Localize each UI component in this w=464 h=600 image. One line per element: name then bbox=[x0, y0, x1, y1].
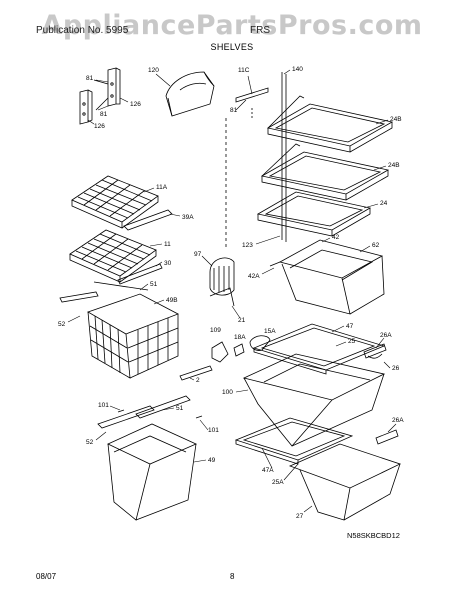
callout-81-right: 81 bbox=[230, 107, 238, 114]
callout-24b-lower: 24B bbox=[388, 162, 400, 169]
callout-126-top: 126 bbox=[130, 101, 141, 108]
diagram-code: N58SKBCBD12 bbox=[347, 531, 400, 540]
callout-81-mid: 81 bbox=[100, 111, 108, 118]
callout-49b: 49B bbox=[166, 297, 178, 304]
glass-shelf-middle bbox=[260, 143, 390, 201]
wire-shelf-lower bbox=[69, 229, 157, 283]
shelf-trim-39a bbox=[123, 209, 173, 231]
callout-27: 27 bbox=[296, 513, 304, 520]
publication-header: Publication No. 5995 bbox=[36, 25, 129, 36]
callout-2: 2 bbox=[196, 377, 200, 384]
basket-trim-2 bbox=[179, 365, 213, 381]
crisper-cover-lower bbox=[234, 417, 354, 465]
callout-26: 26 bbox=[392, 365, 400, 372]
crisper-cover-glass bbox=[252, 323, 386, 375]
callout-24b-upper: 24B bbox=[390, 116, 402, 123]
callout-21: 21 bbox=[238, 317, 246, 324]
crisper-pan-middle bbox=[242, 343, 387, 447]
callout-30: 30 bbox=[164, 260, 172, 267]
control-knob-parts bbox=[211, 335, 271, 363]
deli-drawer bbox=[97, 395, 203, 521]
callout-42: 42 bbox=[332, 234, 340, 241]
callout-15a: 15A bbox=[264, 328, 276, 335]
callout-120: 120 bbox=[148, 67, 159, 74]
callout-11c: 11C bbox=[238, 67, 250, 74]
wire-basket bbox=[59, 281, 179, 379]
callout-11a: 11A bbox=[156, 184, 168, 191]
callout-labels: 81 126 81 126 120 11C 140 81 24B 24B 24 … bbox=[58, 66, 404, 540]
footer-page-number: 8 bbox=[230, 572, 235, 581]
shelf-trim-30 bbox=[117, 263, 163, 285]
callout-11: 11 bbox=[164, 241, 171, 248]
callout-25a: 25A bbox=[272, 479, 284, 486]
watermark: AppliancePartsPros.com bbox=[41, 10, 423, 41]
callout-42a: 42A bbox=[248, 273, 260, 280]
callout-123: 123 bbox=[242, 242, 253, 249]
shelf-rails bbox=[225, 72, 287, 250]
section-title: SHELVES bbox=[210, 42, 254, 52]
callout-24: 24 bbox=[380, 200, 388, 207]
callout-109: 109 bbox=[210, 327, 221, 334]
crisper-cover-part bbox=[165, 71, 215, 117]
crisper-pan-upper bbox=[269, 239, 385, 315]
callout-51-drawer: 51 bbox=[176, 405, 184, 412]
humidity-control bbox=[209, 257, 235, 307]
callout-47a: 47A bbox=[262, 467, 274, 474]
callout-49: 49 bbox=[208, 457, 216, 464]
callout-18a: 18A bbox=[234, 334, 246, 341]
wire-shelf-upper bbox=[71, 175, 159, 229]
callout-62: 62 bbox=[372, 242, 380, 249]
callout-26a-upper: 26A bbox=[380, 332, 392, 339]
glass-shelf-upper bbox=[266, 95, 394, 153]
callout-101-left: 101 bbox=[98, 402, 109, 409]
callout-126-bottom: 126 bbox=[94, 123, 105, 130]
glass-shelf-lower bbox=[256, 191, 372, 237]
crisper-pan-lower bbox=[288, 429, 402, 521]
callout-47: 47 bbox=[346, 323, 354, 330]
callout-52-basket: 52 bbox=[58, 321, 66, 328]
callout-140: 140 bbox=[292, 66, 303, 73]
footer-date: 08/07 bbox=[36, 572, 57, 581]
callout-100: 100 bbox=[222, 389, 233, 396]
callout-25: 25 bbox=[348, 338, 356, 345]
callout-leader-lines bbox=[67, 69, 397, 513]
callout-101-right: 101 bbox=[208, 427, 219, 434]
callout-52-drawer: 52 bbox=[86, 439, 94, 446]
callout-51-basket: 51 bbox=[150, 281, 158, 288]
callout-81-top: 81 bbox=[86, 75, 94, 82]
shelf-bracket-assembly bbox=[79, 67, 121, 125]
callout-97: 97 bbox=[194, 251, 202, 258]
model-header: FRS bbox=[250, 25, 270, 36]
callout-26a-lower: 26A bbox=[392, 417, 404, 424]
callout-39a: 39A bbox=[182, 214, 194, 221]
